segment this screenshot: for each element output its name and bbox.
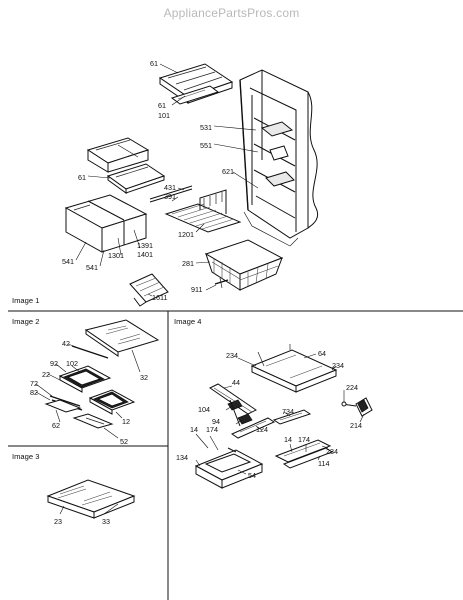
image1-group <box>64 63 319 307</box>
drawer-22 <box>58 365 112 393</box>
part-label-234-right: 234 <box>332 361 344 370</box>
part-label-94: 94 <box>212 417 220 426</box>
crisper-pan-134 <box>194 447 264 489</box>
part-label-224: 224 <box>346 383 358 392</box>
part-label-124: 124 <box>256 425 268 434</box>
part-label-61-mid: 61 <box>158 101 166 110</box>
part-label-92: 92 <box>50 359 58 368</box>
rail-124 <box>230 417 276 439</box>
part-label-14-left: 14 <box>190 425 198 434</box>
part-label-214: 214 <box>350 421 362 430</box>
clip-911 <box>214 277 229 289</box>
ice-tray-1611 <box>129 273 169 307</box>
part-label-1401: 1401 <box>137 250 153 259</box>
cover-support-431 <box>149 185 193 203</box>
part-label-431: 431 <box>164 183 176 192</box>
glass-shelf-64 <box>250 344 338 393</box>
watermark: AppliancePartsPros.com <box>163 6 300 20</box>
part-label-22: 22 <box>42 370 50 379</box>
section-titles: Image 1 Image 2 Image 3 Image 4 <box>12 296 201 461</box>
title-image4: Image 4 <box>174 317 201 326</box>
shelf-61-crisper-cover <box>106 163 166 194</box>
part-label-541-left: 541 <box>62 257 74 266</box>
part-label-391: 391 <box>164 192 176 201</box>
rail-734 <box>272 409 312 425</box>
refrigerator-cabinet <box>239 69 319 247</box>
glass-shelf-32 <box>84 319 160 357</box>
crisper-pans-541 <box>64 194 148 253</box>
part-label-911: 911 <box>191 285 202 294</box>
part-label-134: 134 <box>176 453 188 462</box>
part-label-621: 621 <box>222 167 234 176</box>
part-label-33: 33 <box>102 517 110 526</box>
brackets-104-94 <box>227 399 253 427</box>
part-label-82: 82 <box>30 388 38 397</box>
freezer-basket-281 <box>204 239 284 291</box>
part-label-102: 102 <box>66 359 78 368</box>
part-label-12: 12 <box>122 417 130 426</box>
part-label-1611: 1611 <box>152 293 167 302</box>
part-label-541-right: 541 <box>86 263 98 272</box>
part-label-114: 114 <box>318 459 329 468</box>
rails-114 <box>274 439 334 469</box>
part-label-104: 104 <box>198 405 210 414</box>
part-label-101: 101 <box>158 111 170 120</box>
crisper-drawer-upper <box>86 137 150 173</box>
leaders-image3 <box>59 503 119 515</box>
image3-group <box>46 479 136 519</box>
part-label-174-left: 174 <box>206 425 218 434</box>
part-label-44: 44 <box>232 378 240 387</box>
part-label-234-top: 234 <box>226 351 238 360</box>
title-image1: Image 1 <box>12 296 39 305</box>
part-label-14-right: 14 <box>284 435 292 444</box>
part-label-42: 42 <box>62 339 70 348</box>
part-label-61-left: 61 <box>78 173 86 182</box>
part-label-1391: 1391 <box>137 241 153 250</box>
shelf-61-top <box>158 63 234 105</box>
part-label-734: 734 <box>282 407 294 416</box>
part-label-32: 32 <box>140 373 148 382</box>
leaders-image2 <box>35 343 141 439</box>
leaders-image1 <box>75 63 259 297</box>
drawer-12 <box>88 389 136 415</box>
part-labels: 61 61 101 531 551 621 61 431 391 1201 13… <box>30 59 362 526</box>
slides-62-52 <box>44 399 114 429</box>
part-label-174-right: 174 <box>298 435 310 444</box>
part-label-281: 281 <box>182 259 194 268</box>
part-label-1201: 1201 <box>178 230 194 239</box>
part-label-234-lower: 234 <box>326 447 338 456</box>
bracket-214 <box>341 397 373 417</box>
part-label-54: 54 <box>248 471 256 480</box>
part-label-64: 64 <box>318 349 326 358</box>
title-image2: Image 2 <box>12 317 39 326</box>
part-label-1301: 1301 <box>108 251 124 260</box>
leaders-image4 <box>195 353 365 475</box>
part-label-61-top: 61 <box>150 59 158 68</box>
part-label-62: 62 <box>52 421 60 430</box>
part-label-72: 72 <box>30 379 38 388</box>
shelf-rail-42 <box>71 345 109 359</box>
title-image3: Image 3 <box>12 452 39 461</box>
image2-group <box>35 319 160 439</box>
part-label-551: 551 <box>200 141 212 150</box>
part-label-531: 531 <box>200 123 212 132</box>
part-label-52: 52 <box>120 437 128 446</box>
part-label-23: 23 <box>54 517 62 526</box>
image4-group <box>194 344 373 489</box>
wire-shelf-1201 <box>164 189 242 233</box>
section-dividers <box>8 310 463 600</box>
